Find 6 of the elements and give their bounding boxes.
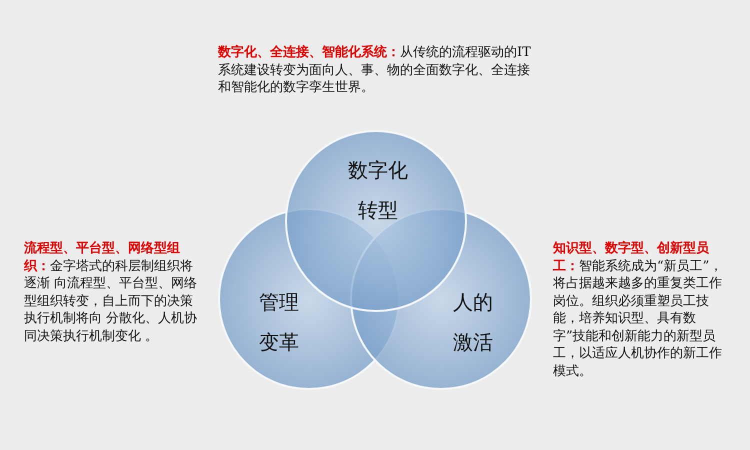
description-text: 数字化、全连接、智能化系统：从传统的流程驱动的IT系统建设转变为面向人、事、物的全面数字化、全连接和智能化的数字孪生世界。 [218,44,532,96]
description-text: 流程型、平台型、网络型组织：金字塔式的科层制组织将逐渐 向流程型、平台型、网络型组织转变，自上而下的决策执行机制将向 分散化、人机协同决策执行机制变化 。 [24,240,198,345]
description-text: 知识型、数字型、创新型员工：智能系统成为“新员工”，将占据越来越多的重复类工作岗位。组织必须重塑员工技能，培养知识型、具有数字”技能和创新能力的新型员工，以适应人机协作的新工作模式。 [553,240,724,380]
circle-label: 数字化转型 [347,157,409,224]
circle-label: 管理变革 [258,289,300,356]
circle-label: 人的激活 [452,289,494,356]
